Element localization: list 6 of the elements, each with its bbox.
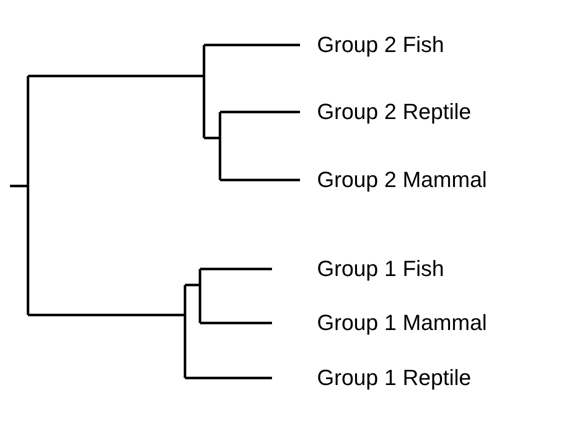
leaf-label: Group 2 Fish	[317, 32, 444, 58]
leaf-label: Group 2 Mammal	[317, 167, 487, 193]
leaf-label: Group 2 Reptile	[317, 99, 472, 125]
leaf-label: Group 1 Reptile	[317, 365, 472, 391]
leaf-label: Group 1 Mammal	[317, 310, 487, 336]
leaf-label: Group 1 Fish	[317, 256, 444, 282]
